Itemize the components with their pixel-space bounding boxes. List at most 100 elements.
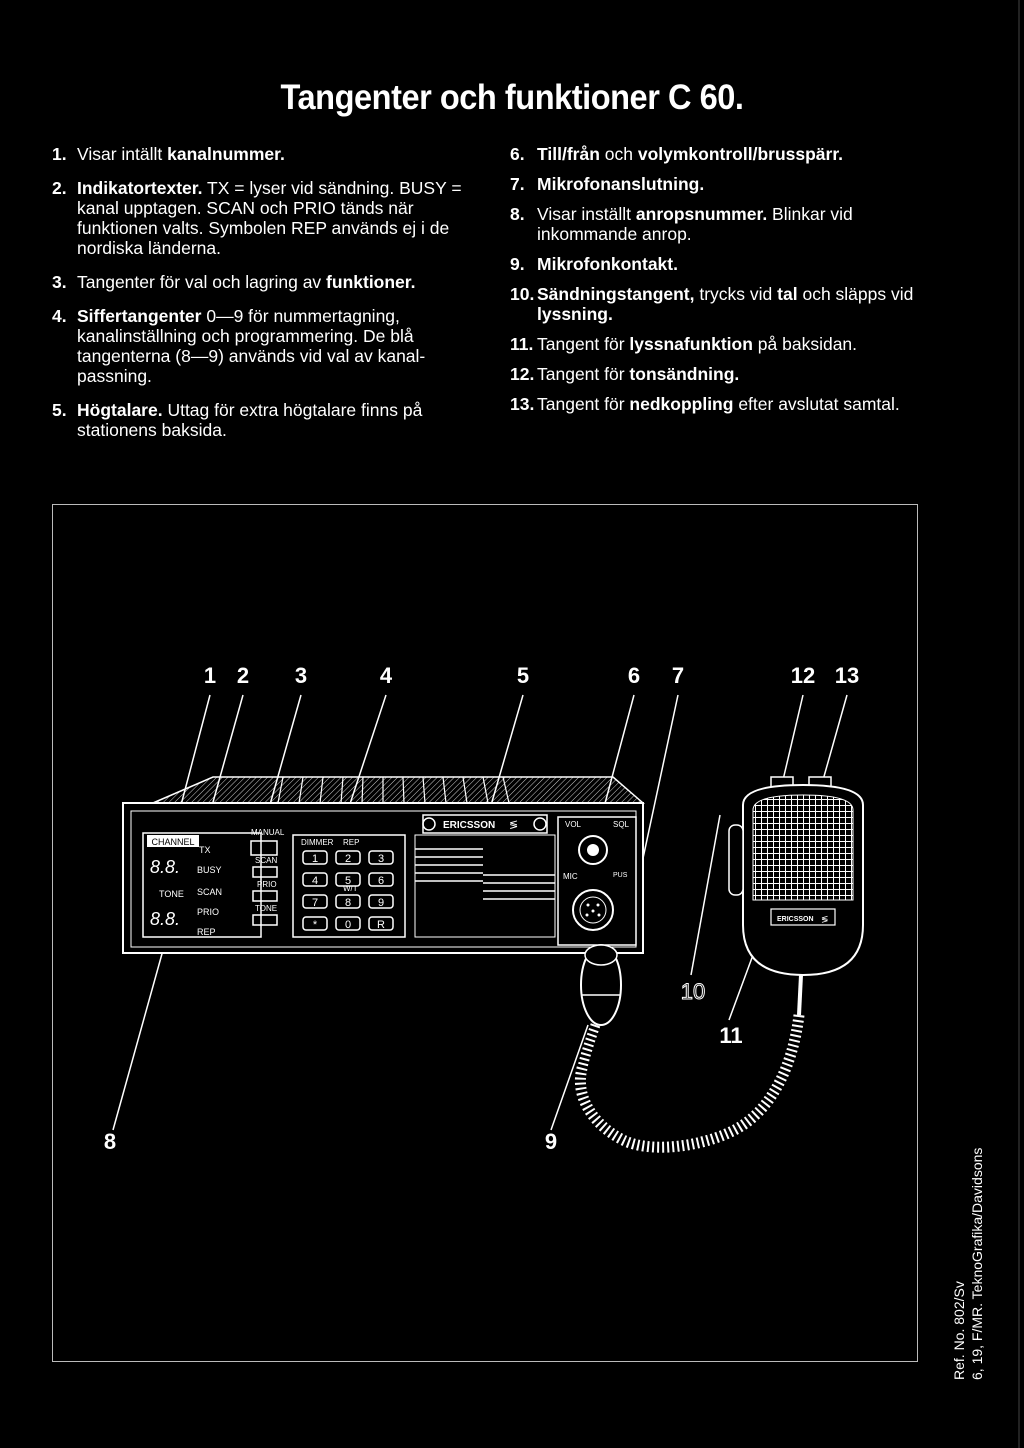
scan-label: SCAN xyxy=(255,856,277,865)
keypad-key-0[interactable] xyxy=(335,916,361,931)
indicator-rep: REP xyxy=(197,927,216,937)
vol-label: VOL xyxy=(565,820,582,829)
keypad-key-label: 9 xyxy=(378,897,384,909)
mic-brand-text: ERICSSON xyxy=(777,916,814,923)
radio-unit: CHANNEL 8.8. TONE 8.8. TX BUSY SCAN PRIO… xyxy=(122,776,646,954)
keypad-key-label: R xyxy=(377,919,385,931)
legend-number: 8. xyxy=(510,204,525,224)
radio-illustration: 1 2 3 4 5 6 7 12 13 8 9 11 10 xyxy=(104,663,864,1154)
legend-text: Till/från och volymkontroll/brusspärr. xyxy=(537,144,844,164)
legend-text: Visar intällt kanalnummer. xyxy=(77,144,285,164)
legend-text: Tangenter för val och lagring av funktio… xyxy=(77,272,416,292)
manual-key[interactable] xyxy=(250,840,278,856)
callout-12: 12 xyxy=(791,663,815,688)
prio-key[interactable] xyxy=(252,890,278,902)
legend-text: Tangent för nedkoppling efter avslutat s… xyxy=(537,394,900,414)
ref-line-1: Ref. No. 802/Sv xyxy=(951,1281,967,1380)
keypad-key-9[interactable] xyxy=(368,894,394,909)
keypad-key-2[interactable] xyxy=(335,850,361,865)
legend-item-2: 2.Indikatortexter. TX = lyser vid sändni… xyxy=(52,178,462,258)
legend-number: 5. xyxy=(52,400,67,420)
heat-sink xyxy=(152,776,646,804)
legend-item-3: 3. Tangenter för val och lagring av funkt… xyxy=(52,272,462,292)
legend-text: Mikrofonanslutning. xyxy=(537,174,705,194)
mic-ericsson-mark-icon: ≶ xyxy=(821,914,829,924)
channel-label: CHANNEL xyxy=(151,837,194,847)
legend-item-11: 11.Tangent för lyssnafunktion på baksida… xyxy=(510,334,950,354)
call-display: 8.8. xyxy=(150,909,180,929)
coiled-cord xyxy=(574,1014,805,1153)
rep-label: REP xyxy=(343,838,359,847)
legend-number: 12. xyxy=(510,364,535,384)
keypad-key-label: 1 xyxy=(312,853,318,865)
legend-number: 13. xyxy=(510,394,535,414)
microphone: ERICSSON ≶ xyxy=(574,776,864,1153)
legend-number: 10. xyxy=(510,284,535,304)
keypad-key-label: 8 xyxy=(345,897,351,909)
callout-11: 11 xyxy=(719,1023,742,1048)
legend-item-10: 10.Sändningstangent, trycks vid tal och … xyxy=(510,284,950,324)
leader-11 xyxy=(728,954,754,1021)
keypad-key-4[interactable] xyxy=(302,872,328,887)
keypad-key-label: 6 xyxy=(378,875,384,887)
wt-label: W/T xyxy=(343,884,358,893)
ptt-button[interactable] xyxy=(728,824,744,896)
legend-number: 3. xyxy=(52,272,67,292)
channel-display: 8.8. xyxy=(150,857,180,877)
mic-label: MIC xyxy=(563,872,578,881)
scan-key[interactable] xyxy=(252,866,278,878)
keypad-key-3[interactable] xyxy=(368,850,394,865)
legend-item-1: 1. Visar intällt kanalnummer. xyxy=(52,144,462,164)
volume-knob[interactable] xyxy=(578,835,608,865)
ref-line-2: 6, 19, F/MR. TeknoGrafika/Davidsons xyxy=(969,1147,985,1380)
legend-item-6: 6. Till/från och volymkontroll/brusspärr. xyxy=(510,144,950,164)
right-legend-column: 6. Till/från och volymkontroll/brusspärr.… xyxy=(510,144,950,424)
dimmer-label: DIMMER xyxy=(301,838,334,847)
manual-label: MANUAL xyxy=(251,828,285,837)
callout-3: 3 xyxy=(295,663,307,688)
pus-label: PUS xyxy=(613,872,628,879)
legend-number: 6. xyxy=(510,144,525,164)
keypad-key-label: * xyxy=(313,919,318,931)
legend-text: Sändningstangent, trycks vid tal och slä… xyxy=(537,284,914,324)
indicator-prio: PRIO xyxy=(197,907,219,917)
keypad-key-label: 0 xyxy=(345,919,351,931)
leader-8 xyxy=(112,942,166,1131)
mic-connector[interactable] xyxy=(572,889,614,931)
legend-text: Siffertangenter 0—9 för nummertagning, k… xyxy=(77,306,426,386)
prio-label: PRIO xyxy=(257,880,277,889)
keypad-key-7[interactable] xyxy=(302,894,328,909)
tone-key[interactable] xyxy=(252,914,278,926)
keypad-key-5[interactable] xyxy=(335,872,361,887)
brand-logo-text: ERICSSON xyxy=(443,820,495,831)
keypad-key-6[interactable] xyxy=(368,872,394,887)
leader-9 xyxy=(550,1024,589,1131)
indicator-scan: SCAN xyxy=(197,887,222,897)
ericsson-mark-icon: ≶ xyxy=(509,819,518,831)
legend-number: 4. xyxy=(52,306,67,326)
callout-10: 10 xyxy=(681,979,705,1004)
keypad-key-r[interactable] xyxy=(368,916,394,931)
sql-label: SQL xyxy=(613,820,630,829)
legend-number: 1. xyxy=(52,144,67,164)
legend-item-7: 7.Mikrofonanslutning. xyxy=(510,174,950,194)
legend-item-4: 4. Siffertangenter 0—9 för nummertagning,… xyxy=(52,306,462,386)
tone-label: TONE xyxy=(159,889,184,899)
keypad-key-8[interactable] xyxy=(335,894,361,909)
keypad-key-1[interactable] xyxy=(302,850,328,865)
legend-item-13: 13.Tangent för nedkoppling efter avsluta… xyxy=(510,394,950,414)
legend-number: 11. xyxy=(510,334,534,354)
keypad-key-star[interactable] xyxy=(302,916,328,931)
legend-item-12: 12.Tangent för tonsändning. xyxy=(510,364,950,384)
legend-text: Tangent för tonsändning. xyxy=(537,364,740,384)
callout-8: 8 xyxy=(104,1129,116,1154)
callout-5: 5 xyxy=(517,663,529,688)
callout-2: 2 xyxy=(237,663,249,688)
legend-item-9: 9.Mikrofonkontakt. xyxy=(510,254,950,274)
keypad-key-label: 7 xyxy=(312,897,318,909)
indicator-tx: TX xyxy=(199,845,211,855)
callout-1: 1 xyxy=(204,663,216,688)
legend-text: Tangent för lyssnafunktion på baksidan. xyxy=(537,334,858,354)
keypad-key-label: 4 xyxy=(312,875,318,887)
